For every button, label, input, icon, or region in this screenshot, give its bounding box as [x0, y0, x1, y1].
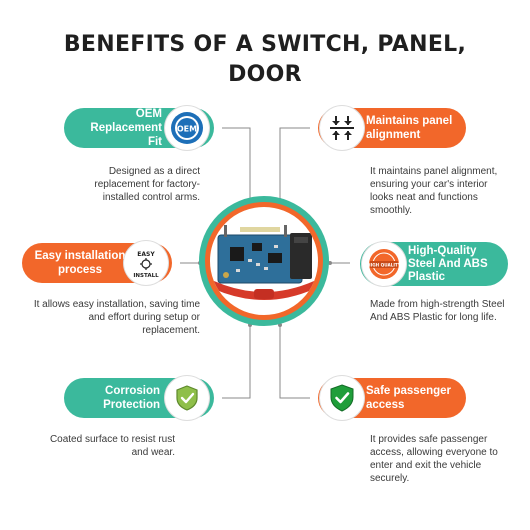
alignment-label-line-1: Maintains panel	[366, 115, 453, 127]
oem-badge-icon: OEM	[165, 106, 209, 150]
easy-install-graphic: EASY INSTALL	[133, 251, 159, 279]
high-quality-seal-graphic: HIGH QUALITY	[367, 249, 402, 279]
title-line-1: BENEFITS OF A SWITCH, PANEL,	[63, 32, 467, 57]
shield-check-icon	[165, 376, 209, 420]
high-quality-seal-icon: HIGH QUALITY	[362, 242, 406, 286]
corrosion-label-line-1: Corrosion	[105, 385, 160, 397]
quality-label-line-3: Plastic	[408, 270, 446, 283]
benefit-safe-label: Safe passenger access	[366, 384, 451, 412]
safe-label-line-2: access	[366, 399, 405, 411]
benefit-corrosion-label: Corrosion Protection	[74, 384, 160, 412]
benefit-oem-description: Designed as a direct replacement for fac…	[94, 166, 200, 203]
installation-label-line-1: Easy installation	[34, 250, 126, 262]
benefit-quality-description: Made from high-strength Steel And ABS Pl…	[370, 299, 505, 323]
center-product-frame	[205, 202, 323, 320]
benefit-installation-label: Easy installation process	[30, 249, 130, 277]
safe-label-line-1: Safe passenger	[366, 385, 452, 397]
easy-install-icon: EASY INSTALL	[124, 241, 168, 285]
corrosion-label-line-2: Protection	[103, 399, 160, 411]
title-line-2: DOOR	[228, 62, 302, 87]
benefit-safe-description: It provides safe passenger access, allow…	[370, 434, 498, 484]
benefit-oem-label: OEM Replacement Fit	[74, 107, 162, 149]
control-module-icon	[214, 225, 314, 300]
quality-label-line-1: High-Quality	[408, 244, 477, 257]
shield-check-graphic	[176, 385, 198, 411]
alignment-label-line-2: alignment	[366, 129, 421, 141]
oem-label-line-1: OEM	[135, 108, 162, 120]
oem-label-line-2: Replacement Fit	[90, 122, 162, 148]
benefit-installation-description: It allows easy installation, saving time…	[33, 299, 200, 336]
easy-install-top-text: EASY	[137, 251, 155, 258]
benefit-corrosion-description: Coated surface to resist rust and wear.	[49, 434, 175, 458]
align-arrows-graphic	[330, 116, 354, 140]
easy-install-bottom-text: INSTALL	[133, 273, 159, 279]
oem-badge-text: OEM	[177, 125, 197, 134]
align-arrows-icon	[320, 106, 364, 150]
page-title: BENEFITS OF A SWITCH, PANEL, DOOR	[0, 30, 530, 90]
quality-label-line-2: Steel And ABS	[408, 257, 488, 270]
benefit-quality-label: High-Quality Steel And ABS Plastic	[408, 245, 488, 284]
benefit-alignment-description: It maintains panel alignment, ensuring y…	[370, 166, 498, 216]
installation-label-line-2: process	[57, 264, 103, 276]
benefit-alignment-label: Maintains panel alignment	[366, 114, 452, 142]
green-shield-check-icon	[320, 376, 364, 420]
oem-badge-graphic: OEM	[171, 112, 203, 144]
high-quality-seal-text: HIGH QUALITY	[367, 263, 402, 268]
green-shield-check-graphic	[330, 384, 354, 412]
